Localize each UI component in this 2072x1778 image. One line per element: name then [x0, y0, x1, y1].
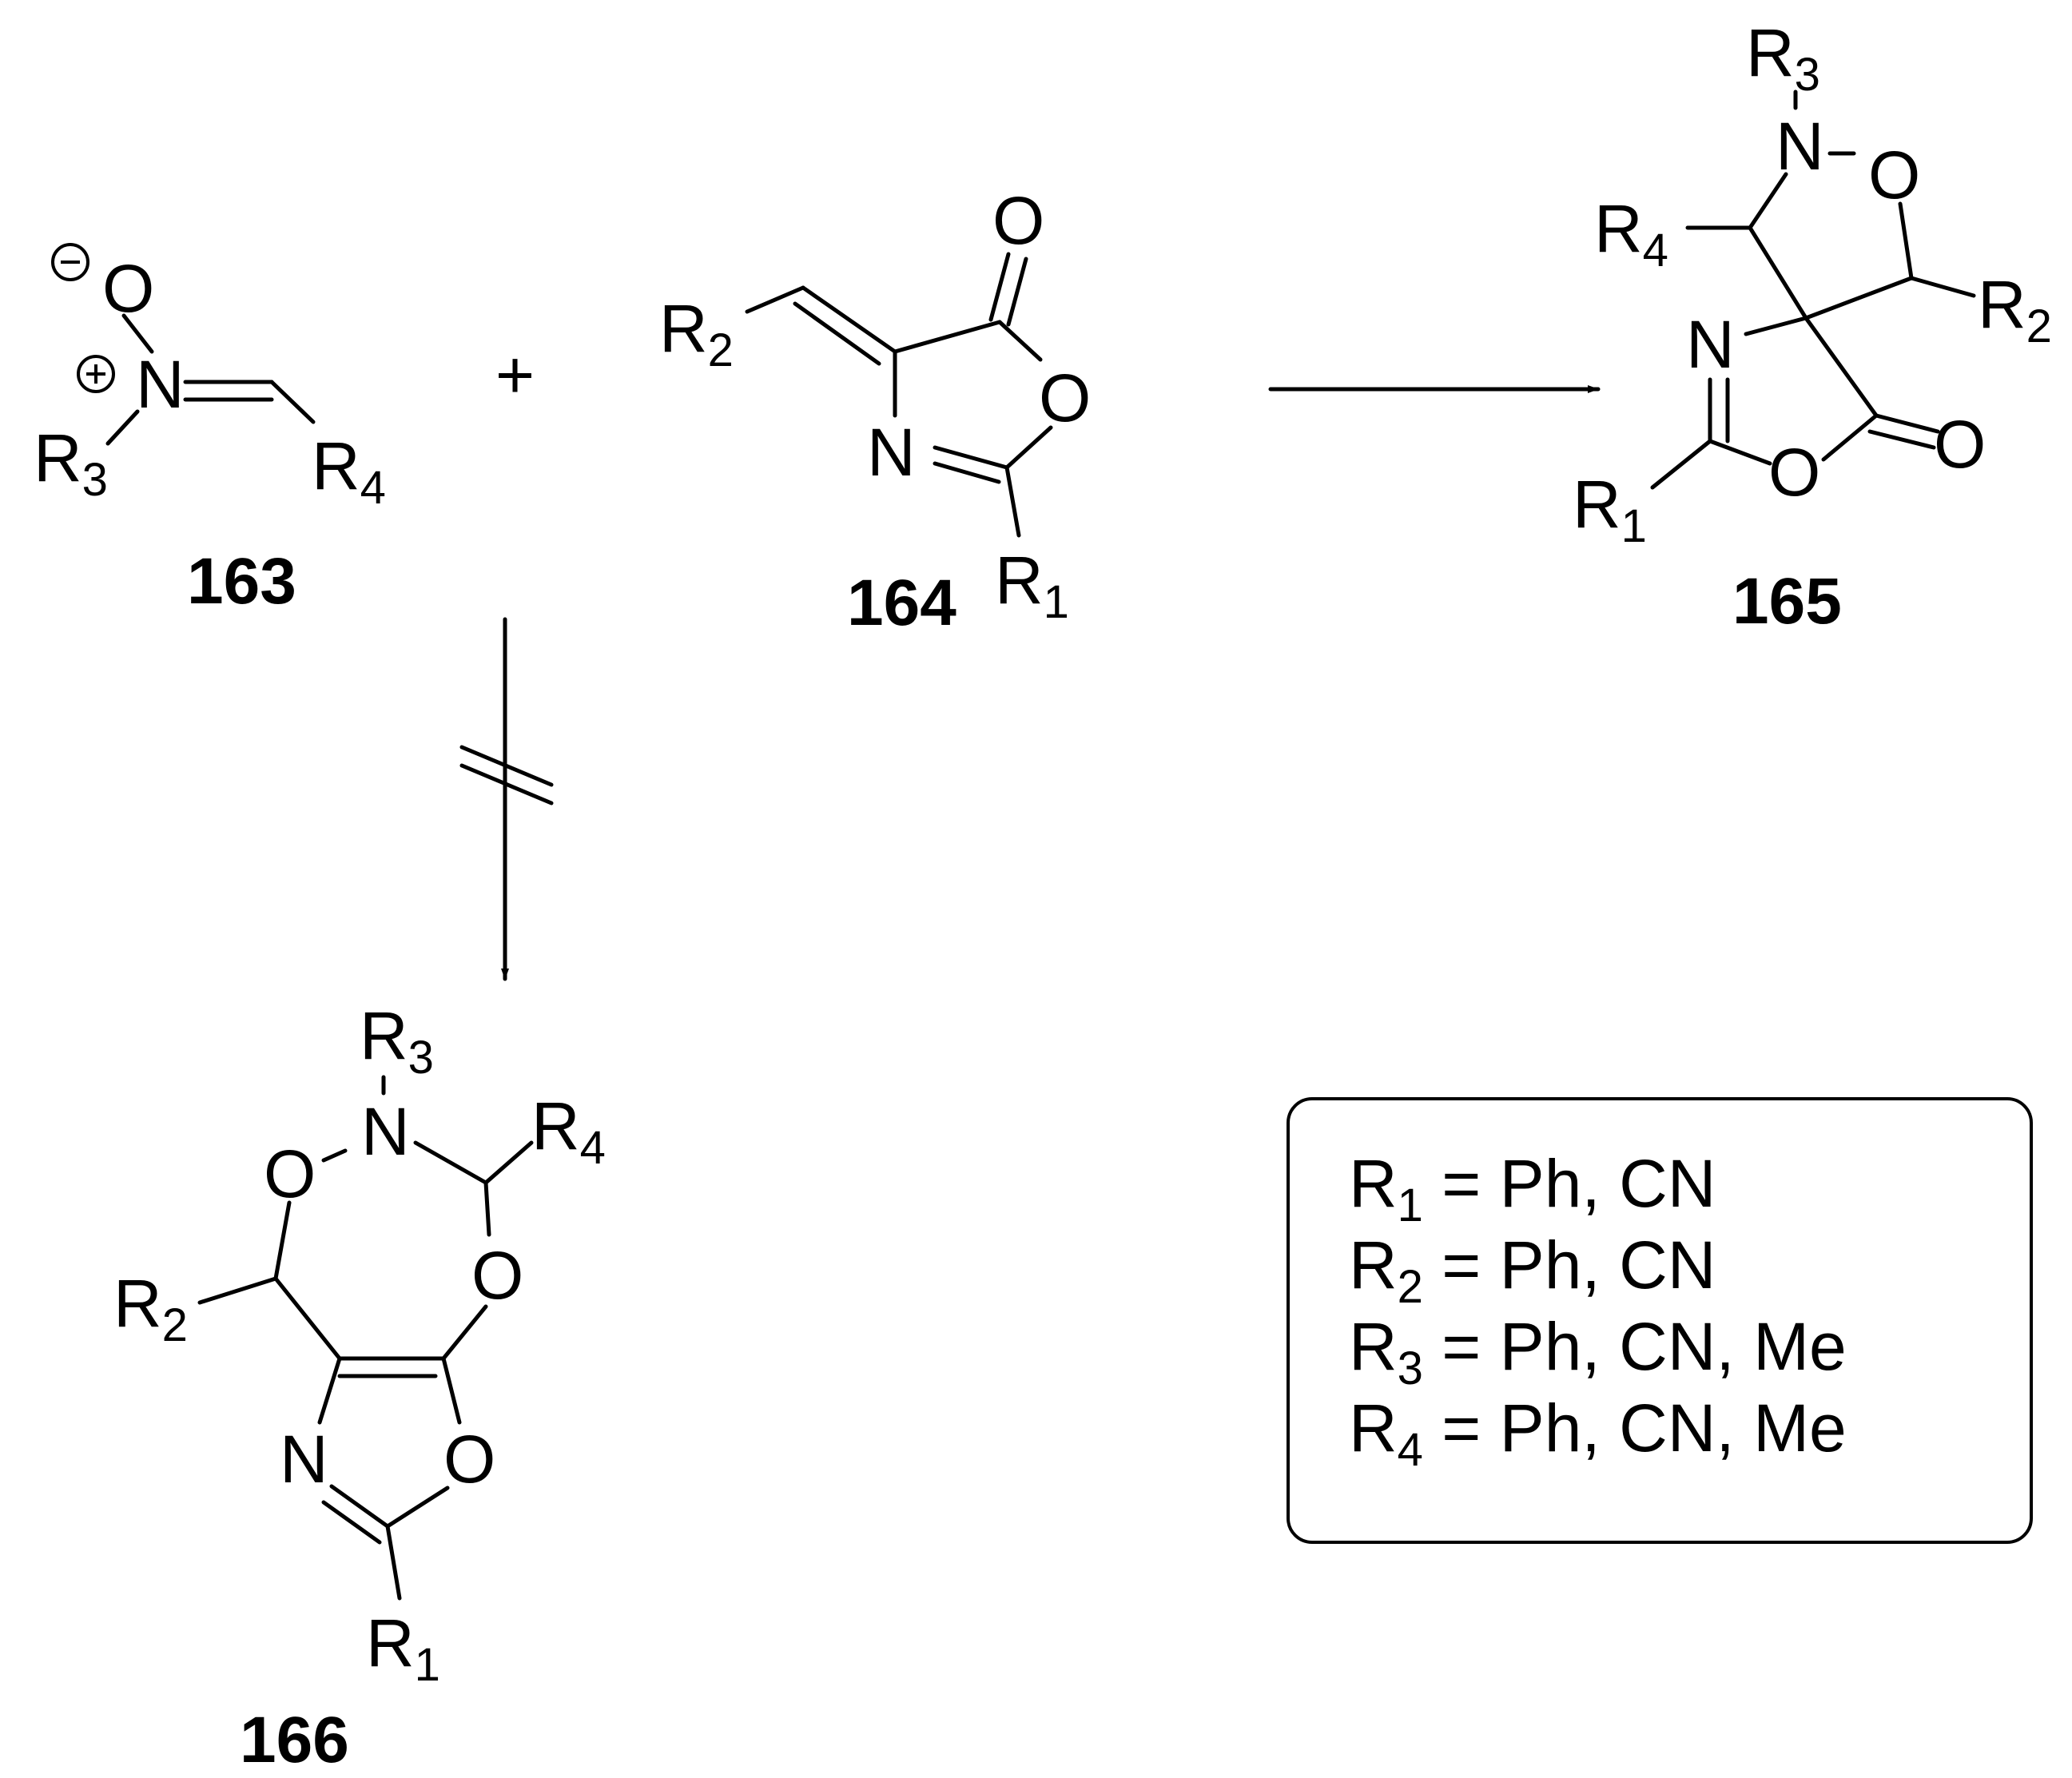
label-R4: R4: [1594, 191, 1668, 276]
label-R2: R2: [1978, 267, 2052, 352]
substituent-legend: R1 = Ph, CN R2 = Ph, CN R3 = Ph, CN, Me …: [1287, 1097, 2033, 1544]
legend-line-r2: R2 = Ph, CN: [1349, 1227, 1716, 1313]
atom-O-carbonyl: O: [992, 183, 1044, 258]
atom-O-ring: O: [1768, 435, 1820, 510]
atom-O-1: O: [264, 1136, 316, 1211]
label-R4: R4: [531, 1088, 606, 1174]
atom-N: N: [136, 347, 185, 422]
atom-N-ring: N: [1686, 307, 1735, 382]
atom-N-ring: N: [280, 1422, 328, 1497]
atom-O: O: [1868, 137, 1920, 213]
atom-N: N: [361, 1094, 410, 1169]
label-R3: R3: [1746, 15, 1820, 101]
compound-166-structure: R3 N O R4 O R2 N O: [113, 998, 606, 1776]
legend-line-r4: R4 = Ph, CN, Me: [1349, 1390, 1847, 1476]
atom-O-carbonyl: O: [1934, 407, 1986, 482]
legend-line-r1: R1 = Ph, CN: [1349, 1146, 1716, 1231]
atom-N: N: [1776, 109, 1824, 184]
positive-charge-icon: [77, 355, 115, 393]
label-R3: R3: [34, 420, 108, 506]
label-R2: R2: [113, 1266, 188, 1351]
label-R1: R1: [995, 543, 1069, 628]
compound-number-165: 165: [1732, 565, 1842, 638]
label-R4: R4: [312, 428, 386, 514]
legend-box: [1287, 1097, 2033, 1544]
compound-number-163: 163: [187, 545, 296, 618]
atom-O: O: [102, 251, 154, 326]
atom-N-ring: N: [867, 415, 916, 490]
atom-O-ring: O: [1039, 360, 1091, 436]
label-R3: R3: [360, 998, 434, 1084]
negative-charge-icon: [51, 243, 89, 281]
label-R1: R1: [1573, 467, 1647, 552]
atom-O-ring: O: [443, 1422, 495, 1497]
compound-163-structure: O N R4 R3 163: [34, 243, 386, 618]
label-R2: R2: [659, 291, 734, 376]
plus-sign: +: [495, 337, 535, 412]
atom-O-2: O: [471, 1238, 523, 1313]
cross-out-line-1: [459, 745, 554, 787]
compound-number-164: 164: [847, 567, 956, 639]
compound-164-structure: O O N R2 R1 164: [659, 183, 1091, 639]
label-R1: R1: [366, 1605, 440, 1691]
blocked-reaction-arrow: [459, 617, 554, 981]
legend-line-r3: R3 = Ph, CN, Me: [1349, 1309, 1847, 1394]
cross-out-line-2: [459, 763, 554, 805]
compound-number-166: 166: [240, 1704, 349, 1776]
compound-165-structure: R3 N O R4 R2 N O O: [1573, 15, 2052, 638]
